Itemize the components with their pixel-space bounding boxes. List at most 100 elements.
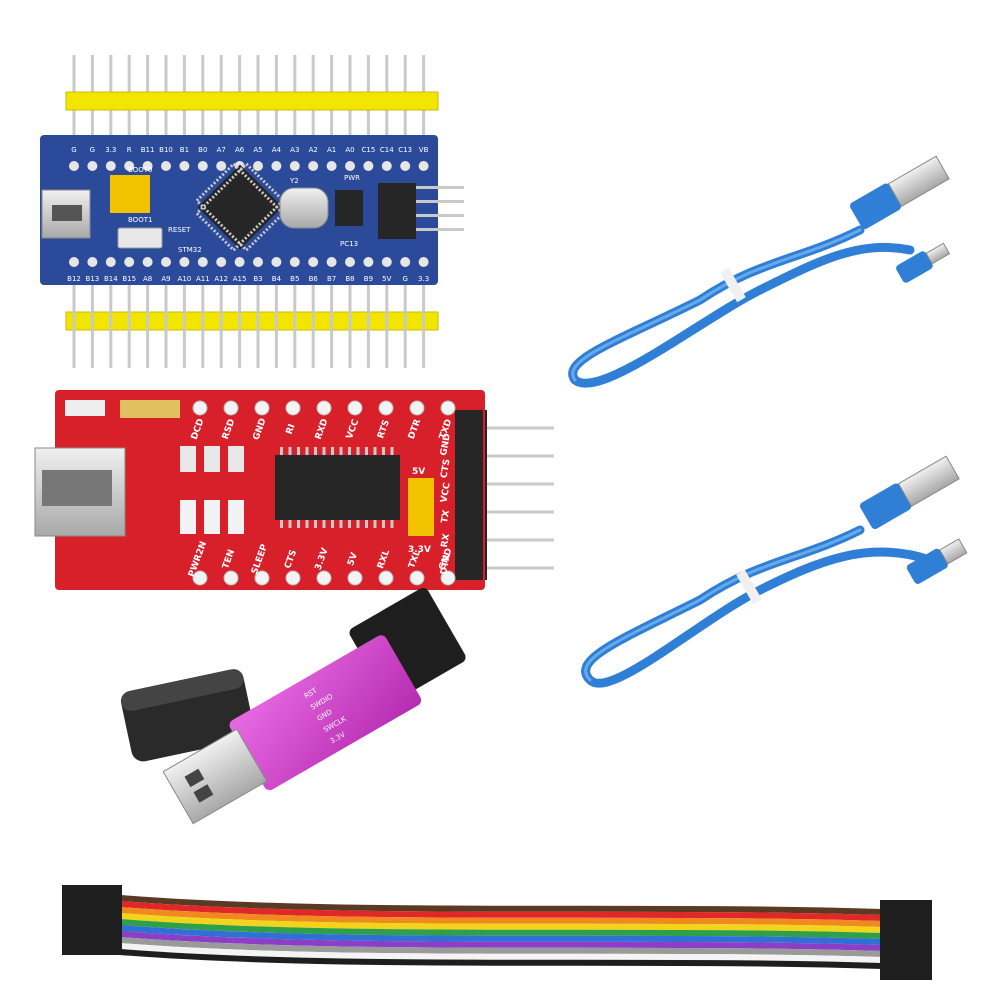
pin-label: B5	[290, 275, 299, 283]
pin-label: A8	[143, 275, 152, 283]
chip-leg	[356, 520, 360, 528]
pad	[271, 161, 282, 171]
pin-label: B1	[180, 146, 189, 154]
chip-leg	[390, 447, 394, 455]
pin-label: B3	[253, 275, 262, 283]
pwr-label: PWR	[344, 174, 360, 182]
bottom-header-plastic	[65, 311, 439, 331]
pad	[345, 257, 355, 267]
chip-leg	[314, 520, 317, 528]
pad	[254, 570, 270, 586]
pad	[161, 257, 171, 267]
pin-label: B13	[86, 275, 100, 283]
pad	[161, 161, 171, 171]
mcu-label: STM32	[178, 246, 202, 254]
boot0-label: BOOT0	[128, 166, 152, 174]
ftdi-side-header-plastic-front	[455, 410, 483, 580]
chip-leg	[322, 447, 326, 455]
pad	[440, 400, 456, 416]
header-pin	[164, 285, 168, 368]
pad	[308, 257, 319, 267]
side-pin	[470, 510, 554, 514]
pad	[347, 570, 363, 586]
pad	[197, 257, 208, 267]
smd-led	[180, 500, 196, 534]
chip-leg	[322, 520, 326, 528]
pad	[285, 400, 301, 416]
micro-usb-cable	[568, 155, 951, 388]
red-pcb	[55, 390, 485, 590]
header-pin	[146, 285, 150, 368]
pad	[253, 161, 263, 171]
chip-leg	[288, 447, 292, 455]
chip-leg	[365, 447, 368, 455]
pad	[409, 570, 425, 586]
chip-leg	[356, 447, 360, 455]
pad	[400, 161, 411, 171]
reset-label: RESET	[168, 226, 191, 234]
pin-label: B11	[141, 146, 155, 154]
dupont-connector-icon	[62, 885, 122, 955]
micro-usb-opening	[52, 205, 82, 221]
pin-label: B12	[67, 275, 81, 283]
header-pin	[403, 285, 407, 368]
crystal-oscillator	[279, 187, 329, 229]
chip-leg	[382, 447, 385, 455]
header-pin	[348, 285, 352, 368]
pad	[105, 257, 116, 267]
pin-label: B9	[364, 275, 373, 283]
chip-leg	[288, 520, 292, 528]
swd-header-plastic	[378, 183, 416, 239]
pin-label: G	[402, 275, 407, 283]
header-pin	[366, 285, 370, 368]
side-pin	[470, 538, 554, 542]
header-pin	[127, 285, 131, 368]
pad	[69, 161, 79, 171]
ftdi-side-pins	[470, 426, 554, 570]
chip-leg	[365, 520, 368, 528]
pad	[409, 400, 425, 416]
pad	[308, 161, 319, 171]
pad	[105, 161, 116, 171]
pin-label: B14	[104, 275, 118, 283]
pin-label: C13	[398, 146, 412, 154]
chip-leg	[280, 447, 283, 455]
chip-leg	[373, 520, 377, 528]
usb-a-plug-icon	[849, 155, 950, 230]
pad	[192, 400, 208, 416]
ribbon-wire	[119, 901, 883, 921]
ribbon-wire	[119, 895, 883, 915]
ribbon-wire	[119, 949, 883, 969]
pad	[124, 161, 135, 171]
pin-label: VB	[419, 146, 429, 154]
bottom-pad-row	[69, 257, 429, 267]
pin-label: R	[127, 146, 132, 154]
chip-leg	[348, 520, 351, 528]
ribbon-wire	[119, 919, 883, 939]
pad	[87, 161, 98, 171]
pin-label: B10	[159, 146, 173, 154]
stlink-usb-a-plug-icon	[162, 728, 268, 825]
side-pin-label: RX	[440, 533, 452, 548]
cable-tie	[736, 569, 762, 605]
chip-leg	[331, 447, 334, 455]
pad	[285, 570, 301, 586]
ribbon-wire	[119, 943, 883, 963]
top-header-plastic	[65, 91, 439, 111]
pc13-label: PC13	[340, 240, 358, 248]
pin-label: A3	[290, 146, 299, 154]
smd-led	[180, 446, 196, 472]
smd-led	[228, 446, 244, 472]
pad	[253, 257, 263, 267]
pin-label: A6	[235, 146, 245, 154]
reset-button	[117, 227, 163, 249]
pin-label: A1	[327, 146, 336, 154]
boot1-label: BOOT1	[128, 216, 152, 224]
chip-leg	[331, 520, 334, 528]
ft232-chip-pins	[280, 447, 394, 528]
header-pin	[90, 285, 94, 368]
